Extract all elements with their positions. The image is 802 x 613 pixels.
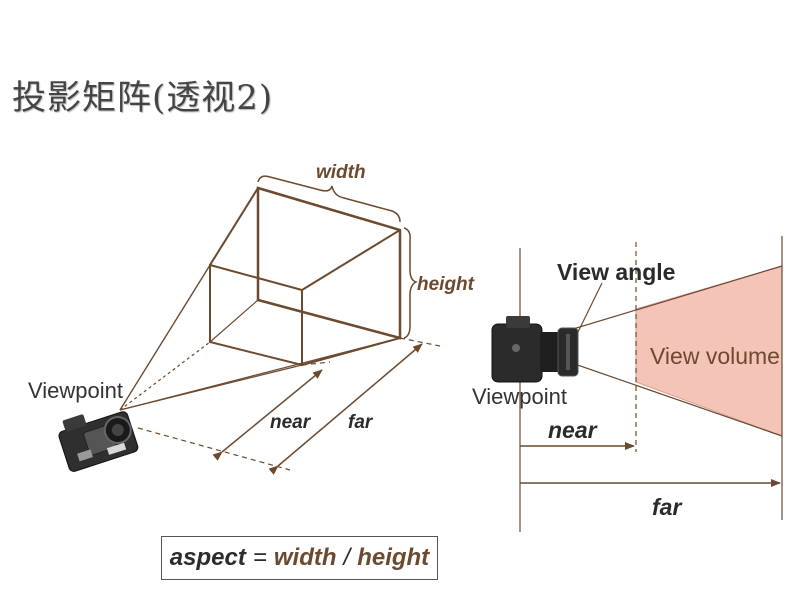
viewpoint-label-right: Viewpoint xyxy=(472,384,567,409)
right-frustum-diagram: View angle View volume Viewpoint near fa… xyxy=(472,236,783,532)
near-label-left: near xyxy=(270,412,312,433)
camera-icon-right xyxy=(491,316,579,383)
far-plane xyxy=(256,186,402,340)
near-arrow xyxy=(212,369,323,461)
view-angle-pointer xyxy=(577,282,603,333)
viewpoint-label-left: Viewpoint xyxy=(28,378,123,403)
page-title: 投影矩阵(透视2) xyxy=(12,78,274,118)
aspect-formula: aspect = width / height xyxy=(161,536,438,580)
far-label-left: far xyxy=(348,412,374,433)
height-brace xyxy=(403,227,418,339)
height-label: height xyxy=(417,274,475,295)
far-label-right: far xyxy=(652,494,682,520)
formula-width: width xyxy=(273,544,337,571)
frustum-edges xyxy=(209,187,401,366)
width-brace xyxy=(257,175,401,223)
near-label-right: near xyxy=(548,417,598,443)
formula-height: height xyxy=(357,544,430,571)
view-volume-label: View volume xyxy=(650,343,780,369)
depth-axis-far xyxy=(399,337,441,347)
formula-equals: = xyxy=(252,544,267,571)
width-label: width xyxy=(316,162,366,183)
view-rays xyxy=(119,187,401,411)
view-angle-label: View angle xyxy=(557,259,675,285)
far-arrow xyxy=(268,343,423,475)
formula-divider: / xyxy=(343,544,351,571)
near-plane xyxy=(209,263,303,367)
left-frustum-diagram: width height near far Viewpoint xyxy=(28,162,475,475)
depth-base-line xyxy=(137,427,291,471)
formula-aspect: aspect xyxy=(169,544,246,571)
camera-icon-left xyxy=(58,411,139,472)
